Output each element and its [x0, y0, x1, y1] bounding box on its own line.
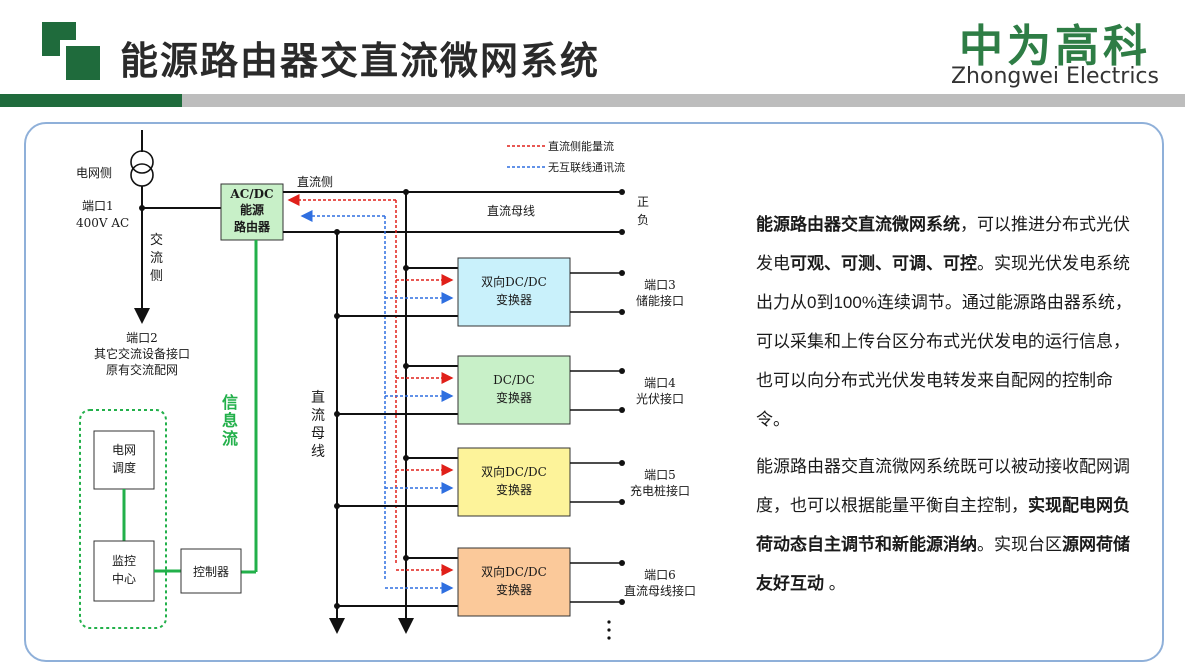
converter-box — [457, 257, 571, 327]
grid-dispatch-label-1: 电网 — [112, 443, 136, 457]
converter-label-1: 双向DC/DC — [481, 464, 547, 479]
desc-bold-1: 能源路由器交直流微网系统 — [756, 215, 960, 234]
router-label-1: AC/DC — [229, 187, 273, 201]
grid-dispatch-box — [93, 430, 155, 490]
header-bar-accent — [0, 94, 182, 107]
router-box — [220, 183, 284, 241]
monitor-center-box — [93, 540, 155, 602]
monitor-center-label-2: 中心 — [112, 571, 136, 586]
dc-bus-vertical-3: 母 — [311, 426, 325, 442]
port1-voltage: 400V AC — [76, 216, 129, 230]
converter-port: 端口3 — [644, 278, 676, 292]
desc-text-5: 。 — [824, 574, 846, 593]
negative-label: 负 — [637, 213, 649, 227]
converter-port-name: 充电桩接口 — [630, 483, 690, 498]
info-flow-label-1: 信 — [222, 393, 238, 412]
converter-box — [457, 547, 571, 617]
converter-label-1: 双向DC/DC — [481, 274, 547, 289]
converter-label-1: DC/DC — [493, 373, 535, 387]
converter-port-name: 光伏接口 — [636, 391, 684, 406]
desc-text-2: 。实现光伏发电系统出力从0到100%连续调节。通过能源路由器系统，可以采集和上传… — [756, 254, 1132, 429]
positive-label: 正 — [637, 195, 649, 209]
converter-label-2: 变换器 — [496, 582, 532, 597]
router-label-3: 路由器 — [234, 219, 271, 234]
converter-box — [457, 355, 571, 425]
ac-side-label-2: 流 — [150, 251, 163, 266]
desc-text-1: ，可以推进分布式光伏发电 — [756, 215, 1130, 273]
dc-bus-label: 直流母线 — [487, 204, 535, 218]
description-paragraph-1: 能源路由器交直流微网系统，可以推进分布式光伏发电可观、可测、可调、可控。实现光伏… — [722, 205, 1142, 439]
converter-group: 双向DC/DC变换器端口3储能接口DC/DC变换器端口4光伏接口双向DC/DC变… — [334, 257, 696, 617]
controller-label: 控制器 — [193, 565, 229, 579]
legend-comm-label: 无互联线通讯流 — [548, 160, 625, 174]
header-bar — [182, 94, 1185, 107]
converter-port-name: 直流母线接口 — [624, 583, 696, 598]
dc-bus-vertical-2: 流 — [311, 408, 325, 424]
converter-port-name: 储能接口 — [636, 293, 684, 308]
router-label-2: 能源 — [240, 202, 264, 217]
dc-bus-vertical-1: 直 — [311, 389, 325, 406]
converter-box — [457, 447, 571, 517]
info-flow-label-2: 息 — [222, 411, 238, 430]
port2-desc2: 原有交流配网 — [106, 362, 178, 377]
description-text: 能源路由器交直流微网系统，可以推进分布式光伏发电可观、可测、可调、可控。实现光伏… — [722, 205, 1142, 603]
ac-side-label-1: 交 — [150, 232, 163, 248]
converter-port: 端口6 — [644, 568, 676, 582]
desc-bold-3: 实现配电网负荷动态自主调节和新能源消纳 — [756, 496, 1130, 554]
converter-port: 端口5 — [644, 468, 676, 482]
converter-label-2: 变换器 — [496, 482, 532, 497]
desc-bold-2: 可观、可测、可调、可控 — [790, 254, 977, 273]
port2-desc: 其它交流设备接口 — [94, 346, 190, 361]
info-flow-label-3: 流 — [222, 429, 238, 448]
brand-logo-en: Zhongwei Electrics — [950, 64, 1159, 89]
desc-bold-4: 源网荷储友好互动 — [756, 535, 1130, 593]
transformer-icon — [130, 150, 154, 174]
converter-label-2: 变换器 — [496, 390, 532, 405]
control-group-box — [79, 409, 167, 629]
port1-label: 端口1 — [82, 199, 114, 213]
converter-label-2: 变换器 — [496, 292, 532, 307]
dc-bus-vertical-4: 线 — [311, 444, 325, 460]
grid-dispatch-label-2: 调度 — [112, 460, 136, 475]
converter-label-1: 双向DC/DC — [481, 564, 547, 579]
description-paragraph-2: 能源路由器交直流微网系统既可以被动接收配网调度，也可以根据能量平衡自主控制，实现… — [722, 447, 1142, 603]
legend-energy-label: 直流侧能量流 — [548, 139, 614, 153]
grid-side-label: 电网侧 — [76, 166, 112, 180]
port2-label: 端口2 — [126, 331, 158, 345]
controller-box — [180, 548, 242, 594]
ac-side-label-3: 侧 — [150, 269, 163, 284]
brand-logo-cn: 中为高科 — [959, 21, 1151, 72]
desc-text-4: 。实现台区 — [977, 535, 1062, 554]
monitor-center-label-1: 监控 — [112, 554, 136, 568]
content-panel — [24, 122, 1164, 662]
converter-port: 端口4 — [644, 376, 676, 390]
page-title: 能源路由器交直流微网系统 — [120, 39, 601, 83]
desc-text-3: 能源路由器交直流微网系统既可以被动接收配网调度，也可以根据能量平衡自主控制， — [756, 457, 1130, 515]
dc-side-label: 直流侧 — [297, 175, 333, 189]
logo-icon — [42, 22, 100, 80]
